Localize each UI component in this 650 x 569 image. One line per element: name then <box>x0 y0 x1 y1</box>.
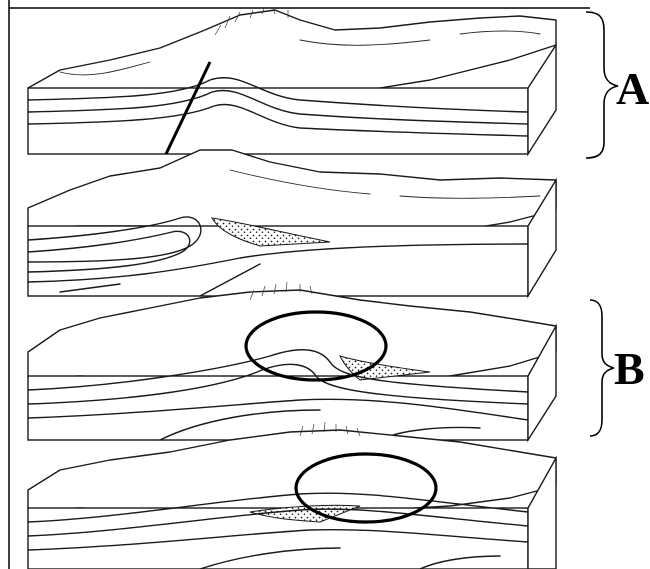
block-3-top-surface <box>28 290 556 384</box>
brace-b <box>590 300 614 436</box>
block-3-front-face <box>28 376 528 440</box>
block-3-folded-strata <box>28 282 556 440</box>
block-1-side-face <box>528 45 556 154</box>
brace-a <box>586 12 618 158</box>
block-1-top-surface <box>28 10 556 96</box>
label-b: B <box>614 343 645 394</box>
block-2-thrust-fold <box>28 150 556 296</box>
block-4-folded-strata <box>28 422 556 569</box>
block-2-top-surface <box>28 150 556 236</box>
block-4-top-surface <box>28 430 556 514</box>
block-1-faulted-strata <box>28 8 556 154</box>
label-a: A <box>616 63 649 114</box>
